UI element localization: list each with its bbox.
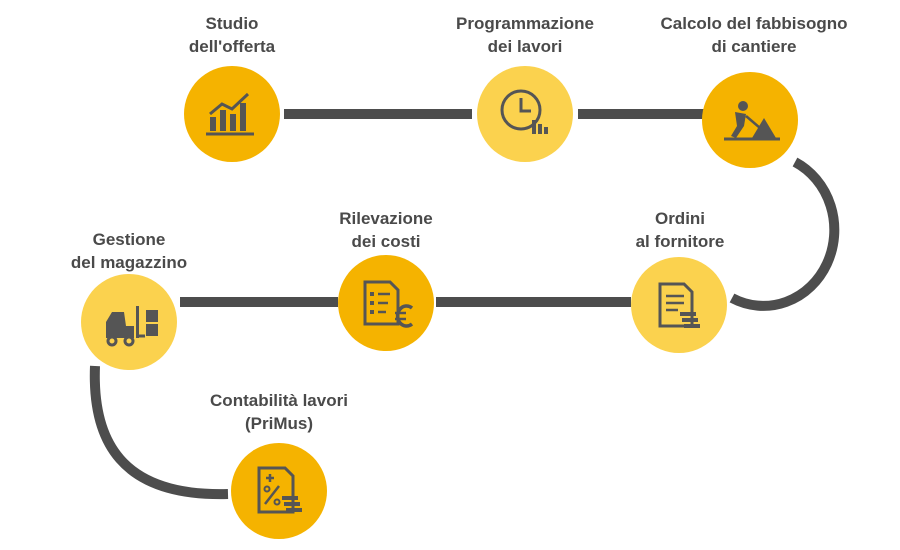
label-line: dei costi bbox=[351, 232, 421, 251]
clock-icon bbox=[500, 89, 548, 134]
label-ordini: Ordini al fornitore bbox=[610, 207, 750, 253]
label-rilevazione: Rilevazione dei costi bbox=[316, 207, 456, 253]
node-ordini bbox=[631, 257, 727, 353]
label-line: al fornitore bbox=[635, 232, 725, 251]
label-line: Rilevazione bbox=[339, 209, 433, 228]
label-line: Calcolo del fabbisogno bbox=[660, 14, 848, 33]
node-contabilita bbox=[231, 443, 327, 539]
label-studio: Studio dell'offerta bbox=[172, 12, 292, 58]
connectors bbox=[89, 109, 840, 500]
connector-calcolo-ordini bbox=[729, 157, 840, 311]
label-line: dei lavori bbox=[487, 37, 563, 56]
label-line: Studio bbox=[205, 14, 259, 33]
label-line: del magazzino bbox=[70, 253, 188, 272]
forklift-icon bbox=[106, 306, 158, 347]
connector-gestione-contabilita bbox=[89, 365, 229, 500]
node-calcolo bbox=[702, 72, 798, 168]
label-line: Ordini bbox=[654, 209, 706, 228]
chart-icon bbox=[206, 92, 254, 136]
label-gestione: Gestione del magazzino bbox=[54, 228, 204, 274]
worker-icon bbox=[724, 101, 780, 141]
node-gestione bbox=[81, 274, 177, 370]
label-line: dell'offerta bbox=[188, 37, 276, 56]
label-contabilita: Contabilità lavori (PriMus) bbox=[184, 389, 374, 435]
label-line: Gestione bbox=[92, 230, 166, 249]
label-line: Contabilità lavori bbox=[210, 391, 348, 410]
label-line: Programmazione bbox=[456, 14, 594, 33]
euro-document-icon bbox=[363, 280, 414, 328]
label-line: di cantiere bbox=[711, 37, 797, 56]
label-line: (PriMus) bbox=[245, 414, 313, 433]
label-programmazione: Programmazione dei lavori bbox=[430, 12, 620, 58]
percent-document-icon bbox=[257, 466, 302, 514]
node-studio bbox=[184, 66, 280, 162]
label-calcolo: Calcolo del fabbisogno di cantiere bbox=[636, 12, 872, 58]
node-rilevazione bbox=[338, 255, 434, 351]
order-document-icon bbox=[658, 282, 700, 328]
node-programmazione bbox=[477, 66, 573, 162]
